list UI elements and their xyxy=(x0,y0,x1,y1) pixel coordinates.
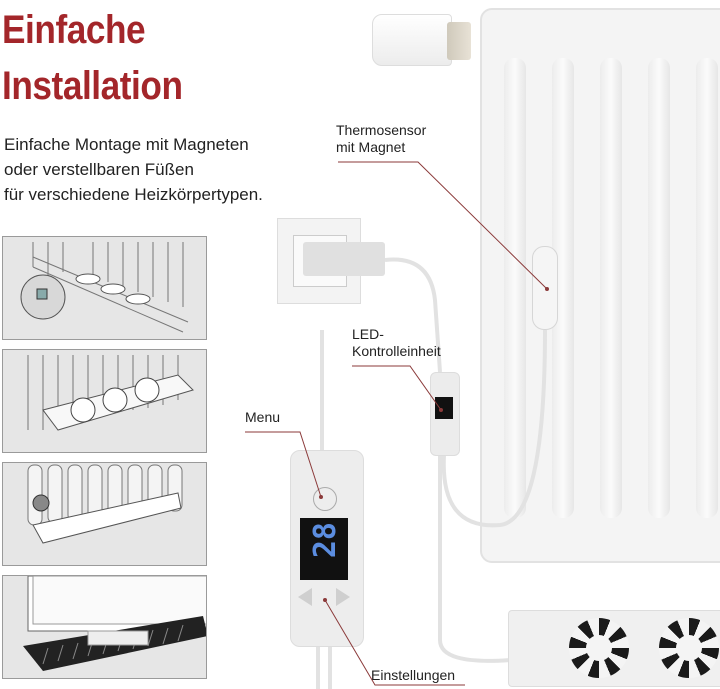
right-arrow-button[interactable] xyxy=(336,588,350,606)
display-value: 28 xyxy=(308,522,343,559)
led-control-screen xyxy=(435,397,453,419)
radiator-feet-illustration xyxy=(27,355,194,431)
thermosensor-label-line-2: mit Magnet xyxy=(336,139,406,155)
thermosensor-label-line-1: Thermosensor xyxy=(336,122,427,138)
radiator-fin xyxy=(504,58,526,518)
description-line-1: Einfache Montage mit Magneten xyxy=(4,135,249,154)
thumbnail-column-radiator xyxy=(2,462,207,566)
description: Einfache Montage mit Magneten oder verst… xyxy=(4,132,263,207)
led-label-line-1: LED- xyxy=(352,326,384,342)
thermostat-valve xyxy=(372,14,452,66)
radiator-fin xyxy=(600,58,622,518)
thumbnail-panel-feet xyxy=(2,349,207,453)
radiator-fin xyxy=(696,58,718,518)
title-line-1: Einfache xyxy=(2,8,146,52)
left-arrow-button[interactable] xyxy=(298,588,312,606)
menu-label: Menu xyxy=(245,409,281,425)
menu-button[interactable] xyxy=(313,487,337,511)
radiator-fin xyxy=(552,58,574,518)
led-control-label: LED- Kontrolleinheit xyxy=(352,326,441,360)
floor-convector-illustration xyxy=(23,576,206,671)
page-title: Einfache Installation xyxy=(2,2,183,114)
controller-display: 28 xyxy=(300,518,348,580)
fan-unit xyxy=(508,610,720,687)
power-plug xyxy=(303,242,385,276)
valve-connector xyxy=(447,22,471,60)
radiator xyxy=(480,8,720,563)
radiator-magnet-illustration xyxy=(20,242,189,333)
settings-label: Einstellungen xyxy=(371,667,456,683)
led-label-line-2: Kontrolleinheit xyxy=(352,343,441,359)
description-line-2: oder verstellbaren Füßen xyxy=(4,160,194,179)
fan-icon xyxy=(659,618,719,678)
column-radiator-illustration xyxy=(27,464,183,544)
title-line-2: Installation xyxy=(2,64,183,108)
thumbnail-floor-convector xyxy=(2,575,207,679)
fan-icon xyxy=(569,618,629,678)
radiator-fin xyxy=(648,58,670,518)
thumbnail-panel-magnet xyxy=(2,236,207,340)
thermosensor-label: Thermosensor mit Magnet xyxy=(336,122,426,156)
description-line-3: für verschiedene Heizkörpertypen. xyxy=(4,185,263,204)
thermosensor xyxy=(532,246,558,330)
